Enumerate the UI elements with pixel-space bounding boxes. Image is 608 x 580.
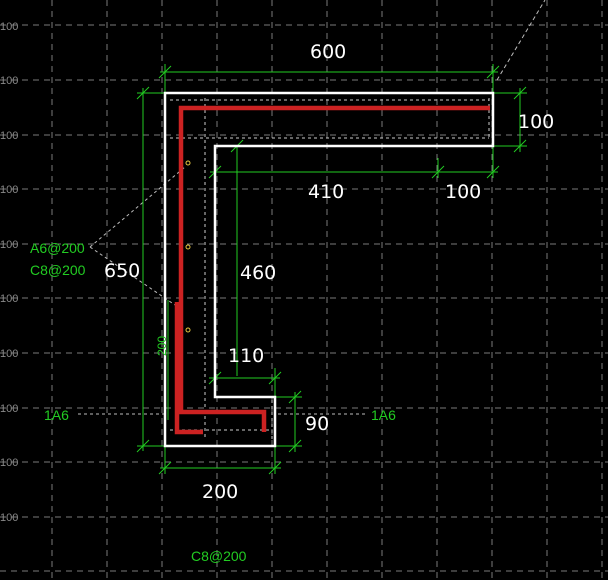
top-right-leader-line [496,0,546,81]
grid-label: 100 [0,293,18,305]
dim-110-tick-right [268,371,282,385]
dim-90-tick-top [288,390,302,404]
dim-100r-tick-top [513,86,527,100]
rebar-dots [185,160,191,333]
stirrup-leader-line-a [89,166,186,248]
dim-left-height-text: 650 [104,260,140,282]
stirrup-leader-line-b [89,246,176,306]
dim-top-width-text: 600 [310,41,346,63]
grid-label: 100 [0,348,18,360]
dim-650-tick-bot [136,439,150,453]
dim-200-tick-left [158,461,172,475]
dim-inner-horizontal-text: 410 [308,181,344,203]
rebar-dot [185,327,191,333]
bar-right-label: 1A6 [371,407,396,423]
dim-410-tick-right [486,165,500,179]
dim-foot-height-text: 90 [305,413,329,435]
dim-inner-right-text: 100 [445,181,481,203]
stirrup-c-label: C8@200 [30,262,86,278]
construction-lines [170,98,490,440]
main-rebar[interactable] [178,105,490,432]
bar-left-label: 1A6 [44,407,69,423]
dim-650-tick-top [136,86,150,100]
dim-top-thickness-text: 100 [518,111,554,133]
dim-600-tick-left [158,65,172,79]
grid-label: 100 [0,239,18,251]
dim-410-tick-mid [431,165,445,179]
dim-bottom-width-text: 200 [202,481,238,503]
dim-100r-tick-bot [513,139,527,153]
hook-rebar[interactable] [174,302,203,435]
grid-label: 100 [0,75,18,87]
dim-90-tick-bot [288,439,302,453]
reference-lines [78,0,546,415]
dim-600-tick-right [486,65,500,79]
grid-label: 100 [0,21,18,33]
dim-inner-vertical-text: 460 [240,262,276,284]
grid-label: 100 [0,457,18,469]
rebar-group [174,105,490,435]
small-vertical-dim-text: 200 [155,336,169,356]
dim-200-tick-right [268,461,282,475]
rebar-dot [185,244,191,250]
grid-label: 100 [0,184,18,196]
dim-stem-width-text: 110 [228,345,264,367]
grid-label: 100 [0,403,18,415]
bottom-rebar-label: C8@200 [191,548,247,564]
grid-label: 100 [0,130,18,142]
rebar-dot [185,160,191,166]
section-outline[interactable] [163,91,495,448]
stirrup-a-label: A6@200 [30,240,85,256]
grid-label: 100 [0,512,18,524]
grid-labels: 100 100 100 100 100 100 100 100 100 100 [0,21,18,524]
